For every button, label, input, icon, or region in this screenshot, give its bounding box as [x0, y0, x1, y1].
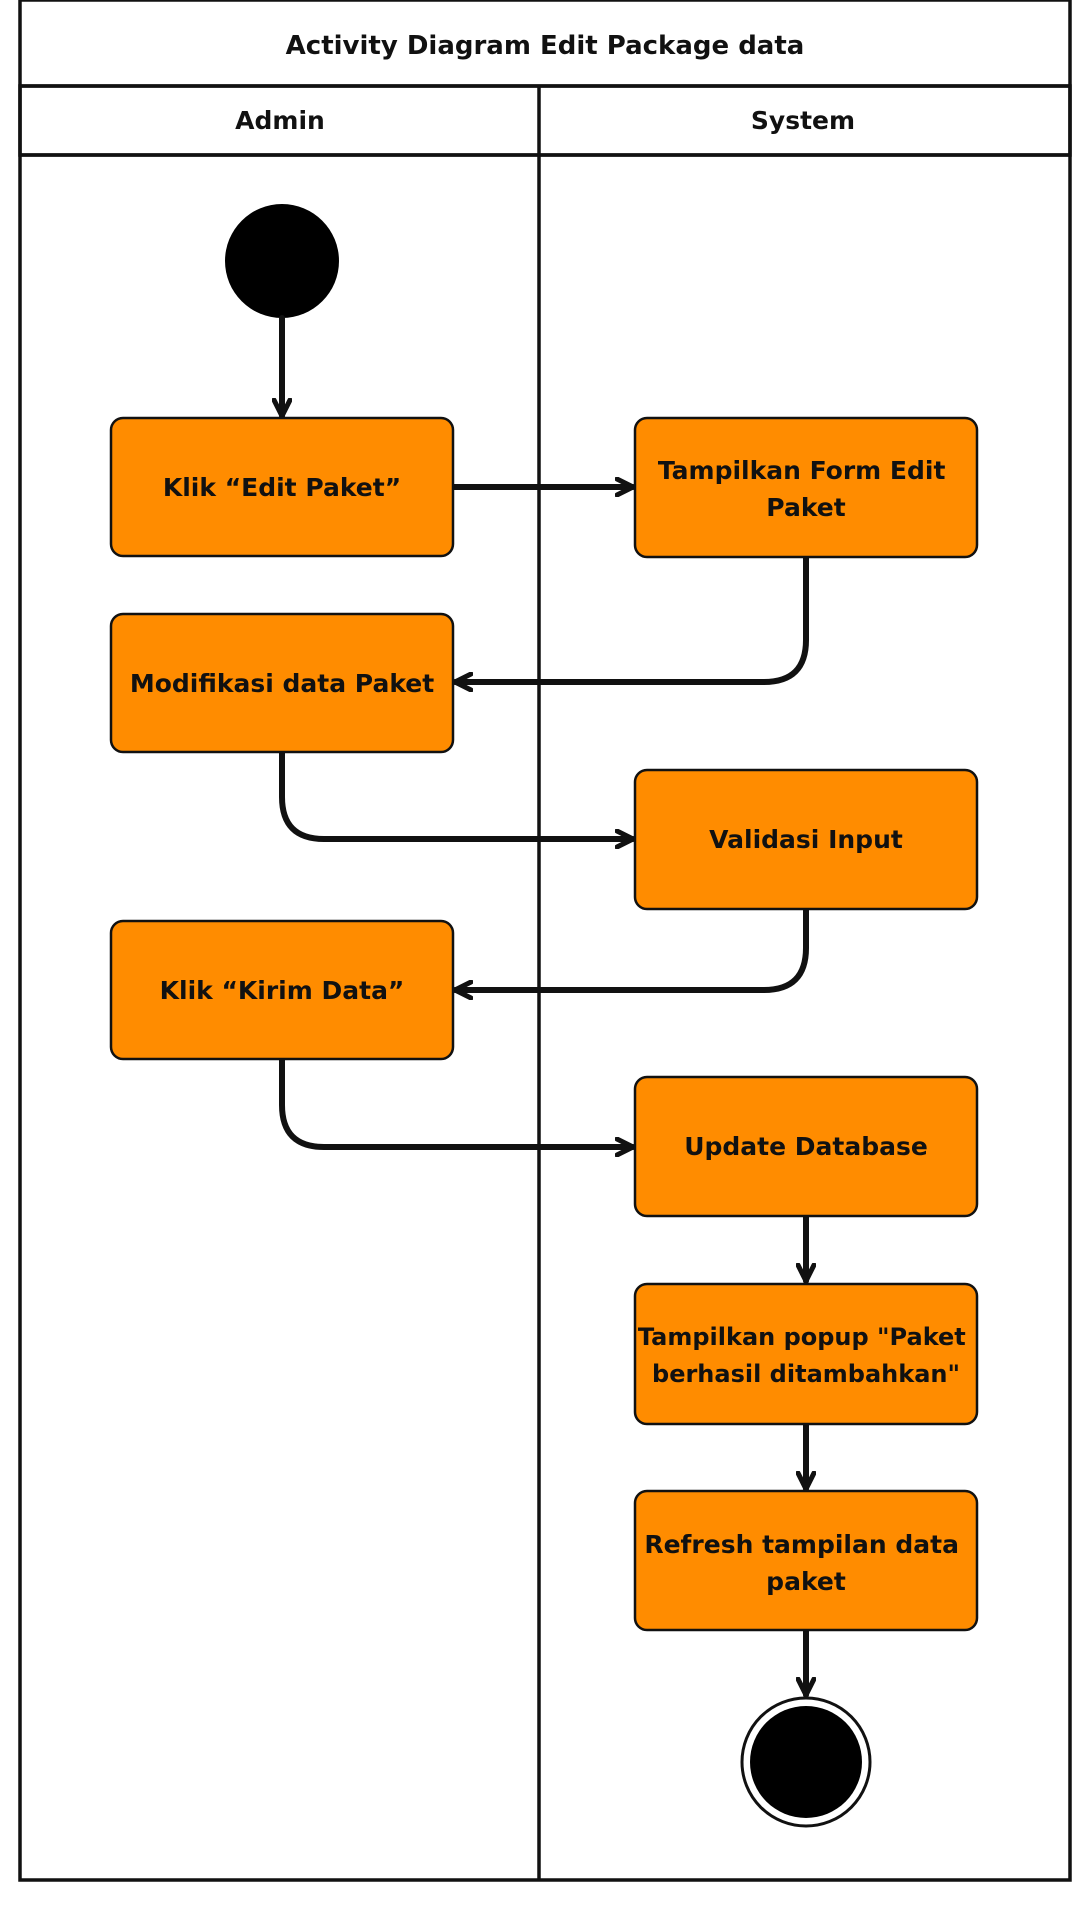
- activity-label-line: Tampilkan popup "Paket: [638, 1323, 966, 1351]
- activity-label: Klik “Edit Paket”: [163, 473, 401, 502]
- flow-klik-kirim-to-update-database: [279, 1056, 636, 1147]
- activity-label-line: paket: [766, 1567, 846, 1596]
- activity-klik-edit-paket: Klik “Edit Paket”: [109, 416, 455, 558]
- lane-header-band: [18, 84, 1072, 157]
- lane-header-system: System: [751, 106, 855, 135]
- diagram-title: Activity Diagram Edit Package data: [286, 31, 805, 61]
- activity-label: Tampilkan popup "Paket berhasil ditambah…: [638, 1323, 974, 1388]
- activity-tampilkan-form-edit-paket: Tampilkan Form Edit Paket: [633, 416, 979, 559]
- flow-arrows: [279, 315, 809, 1698]
- activity-label: Klik “Kirim Data”: [160, 976, 405, 1005]
- activity-klik-kirim-data: Klik “Kirim Data”: [109, 919, 455, 1061]
- activity-label: Tampilkan Form Edit Paket: [658, 456, 954, 522]
- flow-validasi-to-klik-kirim: [452, 906, 809, 990]
- activity-label: Refresh tampilan data paket: [644, 1530, 967, 1596]
- activity-label: Update Database: [684, 1132, 928, 1161]
- activity-label-line: Paket: [766, 493, 845, 522]
- start-node: [225, 204, 339, 318]
- flow-modifikasi-to-validasi: [279, 749, 636, 839]
- diagram-frame: [18, 0, 1072, 1882]
- activity-label-line: Refresh tampilan data: [644, 1530, 959, 1559]
- activity-update-database: Update Database: [633, 1075, 979, 1218]
- activity-label-line: Tampilkan Form Edit: [658, 456, 946, 485]
- activity-validasi-input: Validasi Input: [633, 768, 979, 911]
- activity-modifikasi-data-paket: Modifikasi data Paket: [109, 612, 455, 754]
- end-node: [740, 1696, 872, 1828]
- activity-refresh-tampilan: Refresh tampilan data paket: [633, 1489, 979, 1632]
- activity-label: Modifikasi data Paket: [130, 669, 434, 698]
- activity-label: Validasi Input: [709, 825, 903, 854]
- lane-header-admin: Admin: [235, 106, 325, 135]
- activity-label-line: berhasil ditambahkan": [652, 1360, 960, 1388]
- flow-tampilkan-form-to-modifikasi: [452, 554, 809, 682]
- activity-tampilkan-popup: Tampilkan popup "Paket berhasil ditambah…: [633, 1282, 979, 1426]
